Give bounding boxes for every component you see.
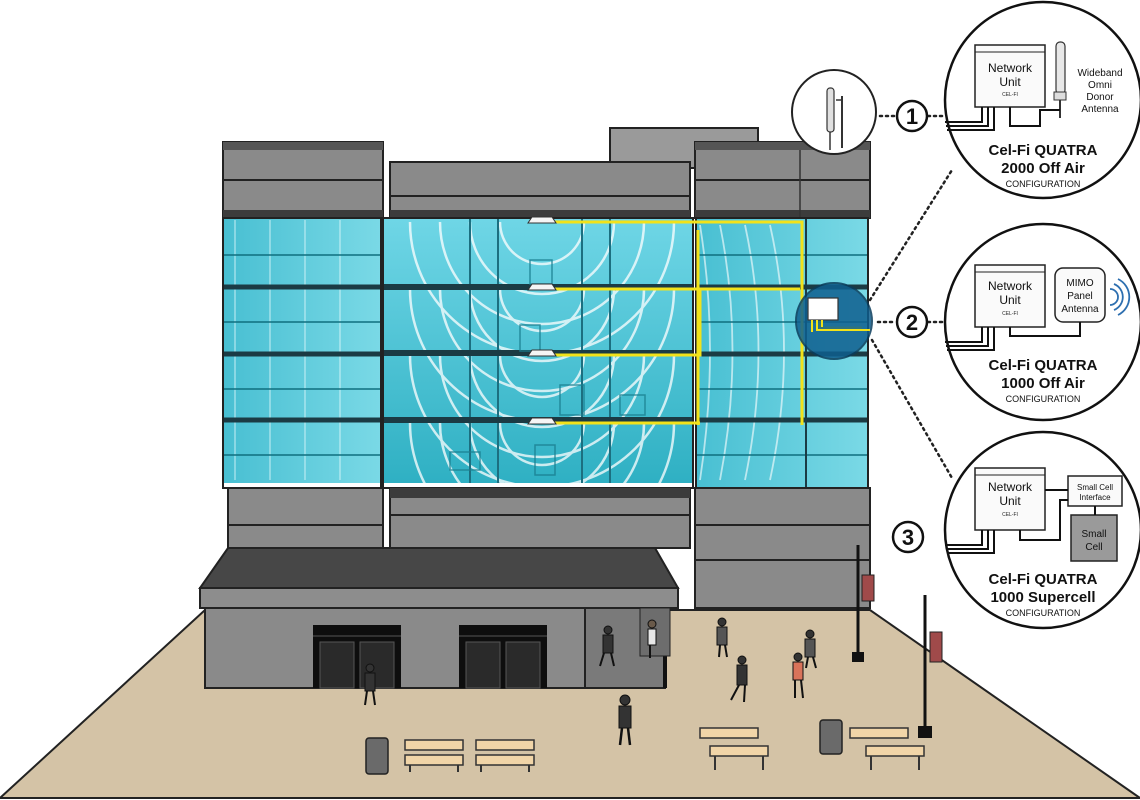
badge-2-number: 2 <box>906 310 918 335</box>
street-lamps <box>852 545 943 738</box>
config-3-unit-line2: Unit <box>999 494 1021 508</box>
config-2-signal-icon <box>1109 278 1131 316</box>
ceiling-antennas <box>527 216 557 425</box>
config-1-antenna-line4: Antenna <box>1081 104 1119 115</box>
config-2-unit-line2: Unit <box>999 293 1021 307</box>
badge-3: 3 <box>891 520 925 554</box>
badge-1: 1 <box>895 99 929 133</box>
badge-2: 2 <box>895 305 929 339</box>
config-3-cell-line1: Small <box>1081 529 1106 540</box>
config-3-network-unit <box>974 467 1046 531</box>
config-3-small-cell-interface <box>1067 475 1123 507</box>
config-2-antenna-line2: Panel <box>1067 291 1093 302</box>
badge-1-number: 1 <box>906 104 918 129</box>
config-1-antenna-line2: Omni <box>1088 80 1112 91</box>
trash-cans <box>365 719 843 775</box>
config-2-unit-line1: Network <box>988 279 1033 293</box>
config-3-unit-brand: CEL-FI <box>1002 512 1018 518</box>
config-1-callout: Network Unit CEL-FI Wideband Omni Donor … <box>943 0 1140 200</box>
config-1-unit-line2: Unit <box>999 75 1021 89</box>
config-3-title-line1: Cel-Fi QUATRA <box>989 571 1098 588</box>
config-1-antenna-line3: Donor <box>1086 92 1114 103</box>
network-unit-small <box>807 297 839 321</box>
config-1-omni-antenna <box>1053 41 1067 118</box>
config-2-antenna-line3: Antenna <box>1061 304 1099 315</box>
lower-floors <box>227 487 871 609</box>
config-1-title-line2: 2000 Off Air <box>1001 160 1085 177</box>
entrance-doors <box>313 625 547 689</box>
config-1-antenna-line1: Wideband <box>1077 68 1122 79</box>
benches <box>404 727 925 766</box>
middle-top <box>389 161 691 219</box>
config-1-subtitle: CONFIGURATION <box>1006 179 1081 189</box>
network-unit-highlight <box>795 282 873 360</box>
entrance-base <box>198 547 680 689</box>
config-3-callout: Network Unit CEL-FI Small Cell Interface… <box>943 430 1140 630</box>
config-3-subtitle: CONFIGURATION <box>1006 608 1081 618</box>
config-2-title-line2: 1000 Off Air <box>1001 375 1085 392</box>
config-1-title-line1: Cel-Fi QUATRA <box>989 142 1098 159</box>
badge-3-number: 3 <box>902 525 914 550</box>
config-3-interface-line1: Small Cell <box>1077 483 1113 492</box>
config-1-unit-line1: Network <box>988 61 1033 75</box>
callout-connectors <box>868 114 954 480</box>
config-2-unit-brand: CEL-FI <box>1002 311 1018 317</box>
pedestrians <box>364 617 817 746</box>
config-2-subtitle: CONFIGURATION <box>1006 394 1081 404</box>
rooftop-antenna-bubble <box>791 69 877 155</box>
config-3-unit-line1: Network <box>988 480 1033 494</box>
config-3-cell-line2: Cell <box>1085 542 1102 553</box>
left-glass-facade <box>223 218 381 483</box>
left-tower-top <box>222 141 384 219</box>
config-2-callout: Network Unit CEL-FI MIMO Panel Antenna C… <box>943 222 1140 422</box>
config-3-title-line2: 1000 Supercell <box>990 589 1095 606</box>
config-1-unit-brand: CEL-FI <box>1002 92 1018 98</box>
config-2-antenna-line1: MIMO <box>1066 278 1093 289</box>
config-3-interface-line2: Interface <box>1079 493 1111 502</box>
config-2-network-unit <box>974 264 1046 328</box>
config-2-title-line1: Cel-Fi QUATRA <box>989 357 1098 374</box>
